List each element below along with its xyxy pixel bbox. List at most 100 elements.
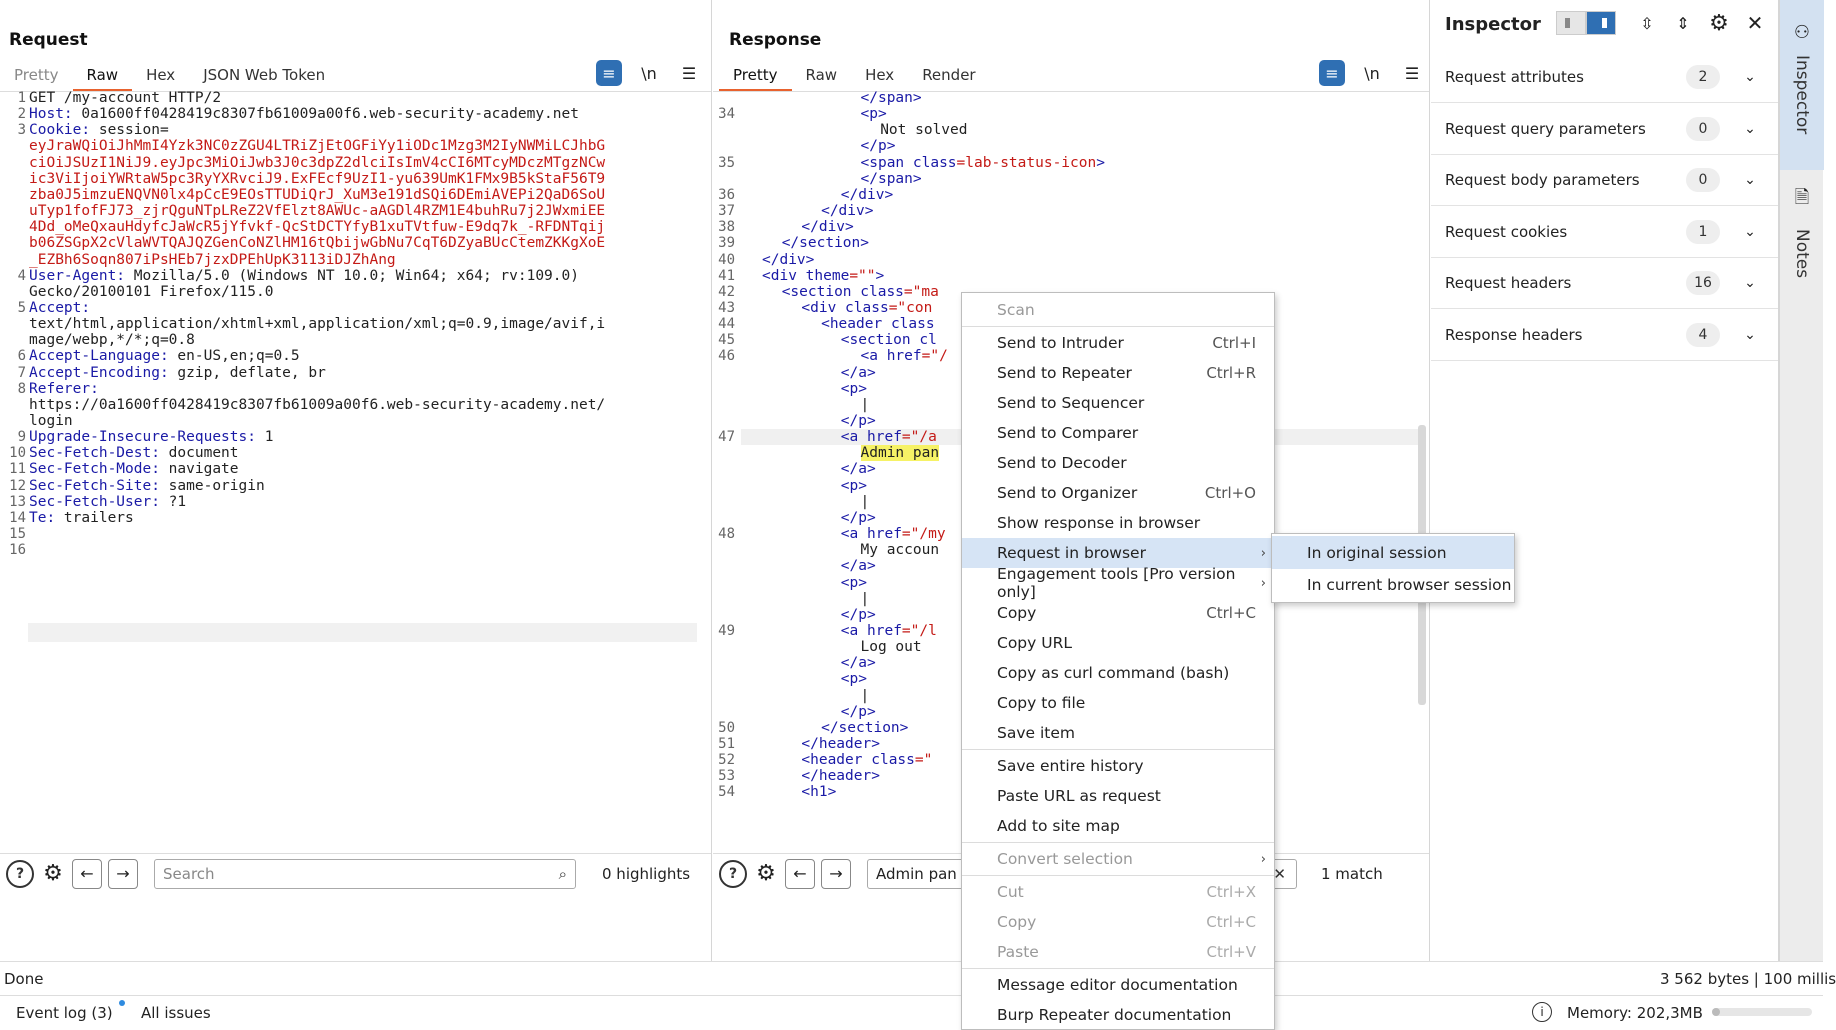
newline-toggle-icon[interactable]: \n [1364,63,1380,83]
info-icon[interactable]: i [1532,1002,1552,1022]
help-icon[interactable]: ? [719,859,747,888]
request-search-input[interactable]: Search ⌕ [154,858,576,889]
code-line: <a href="/ [861,348,948,364]
menu-item[interactable]: Save entire history [962,751,1274,781]
tab-raw[interactable]: Raw [72,60,133,92]
tab-hex[interactable]: Hex [865,66,895,84]
menu-item[interactable]: Send to Sequencer [962,388,1274,418]
menu-item[interactable]: Message editor documentation [962,970,1274,1000]
attribute-value: ="/l [901,622,937,639]
next-arrow-icon[interactable]: → [821,858,851,889]
header-name: Referer: [29,380,99,397]
menu-item[interactable]: Request in browser› [962,538,1274,568]
tab-raw[interactable]: Raw [805,66,838,84]
line-number: 4 [17,267,26,284]
submenu-item[interactable]: In original session [1272,536,1514,569]
response-editor[interactable]: </span>34<p>Not solved</p>35<span class=… [713,90,1429,853]
inspector-row-count: 2 [1686,65,1720,89]
side-tab-notes-label: Notes [1792,229,1812,279]
tab-hex[interactable]: Hex [146,66,176,84]
tab-pretty[interactable]: Pretty [14,66,59,84]
menu-item-label: Engagement tools [Pro version only] [997,565,1236,601]
chevron-down-icon[interactable]: ⌄ [1744,120,1756,137]
previous-arrow-icon[interactable]: ← [72,858,102,889]
menu-item[interactable]: Burp Repeater documentation [962,1000,1274,1030]
submenu-item[interactable]: In current browser session [1307,575,1512,594]
header-value: session= [90,122,169,139]
menu-item[interactable]: Show response in browser [962,508,1274,538]
next-arrow-icon[interactable]: → [108,858,138,889]
menu-item[interactable]: Copy as curl command (bash) [962,658,1274,688]
attribute: class [912,154,957,171]
menu-item: Convert selection› [962,844,1274,874]
chevron-down-icon[interactable]: ⌄ [1744,69,1756,85]
inspector-layout-left-icon[interactable] [1556,11,1586,35]
search-value: Admin pan [876,864,957,883]
response-size-time: 3 562 bytes | 100 millis [1660,970,1836,988]
menu-icon[interactable]: ☰ [681,63,697,83]
help-icon[interactable]: ? [6,859,34,888]
word-wrap-icon[interactable]: ≡ [596,60,622,86]
memory-usage: Memory: 202,3MB [1567,1004,1703,1022]
code-line: </span> [861,90,922,106]
chevron-down-icon[interactable]: ⌄ [1744,275,1756,291]
close-icon[interactable]: ✕ [1746,11,1764,35]
tag: </header> [801,736,880,752]
collapse-all-icon[interactable]: ⇕ [1676,13,1690,33]
chevron-down-icon[interactable]: ⌄ [1744,326,1756,343]
side-tab-inspector[interactable]: ⚇ Inspector [1780,0,1824,170]
word-wrap-icon[interactable]: ≡ [1319,60,1345,86]
tag: </div> [840,186,894,203]
settings-gear-icon[interactable]: ⚙ [43,861,63,886]
menu-item[interactable]: Send to Decoder [962,448,1274,478]
menu-icon[interactable]: ☰ [1404,63,1420,83]
menu-item[interactable]: Copy to file [962,688,1274,718]
inspector-row-count: 16 [1686,271,1720,295]
menu-item[interactable]: Paste URL as request [962,781,1274,811]
line-number: 54 [718,784,735,801]
newline-toggle-icon[interactable]: \n [641,63,657,83]
attribute: href [867,622,902,639]
inspector-settings-icon[interactable]: ⚙ [1709,10,1729,36]
expand-all-icon[interactable]: ⇳ [1640,13,1654,33]
tag: <span [860,154,913,171]
code-line: Host: 0a1600ff0428419c8307fb61009a00f6.w… [29,106,579,122]
menu-item-shortcut: Ctrl+O [1204,484,1256,502]
header-name: Accept-Encoding: [29,364,169,381]
tag: <a [840,622,867,639]
menu-item[interactable]: Send to Comparer [962,418,1274,448]
attribute-value: ="/a [901,429,937,446]
code-line: | [861,494,870,510]
menu-item[interactable]: Save item [962,718,1274,748]
chevron-down-icon[interactable]: ⌄ [1744,172,1756,188]
previous-arrow-icon[interactable]: ← [785,858,815,889]
menu-item: Scan [962,295,1274,325]
side-tab-notes[interactable]: 🗎 Notes [1780,185,1824,295]
tag: </p> [840,703,876,720]
chevron-down-icon[interactable]: ⌄ [1744,223,1756,240]
inspector-layout-right-icon[interactable] [1586,11,1616,35]
menu-item[interactable]: Engagement tools [Pro version only]› [962,565,1274,601]
menu-item[interactable]: Add to site map [962,811,1274,841]
all-issues-link[interactable]: All issues [141,1004,211,1022]
tag: <header [801,752,872,769]
tab-json-web-token[interactable]: JSON Web Token [203,66,326,84]
tab-pretty[interactable]: Pretty [719,60,792,92]
tab-render[interactable]: Render [922,66,976,84]
clear-search-icon[interactable]: ✕ [1273,864,1286,883]
event-log-link[interactable]: Event log (3) [16,1000,125,1022]
settings-gear-icon[interactable]: ⚙ [756,861,776,886]
attribute-value: ="/ [921,348,948,365]
menu-item[interactable]: Copy URL [962,628,1274,658]
